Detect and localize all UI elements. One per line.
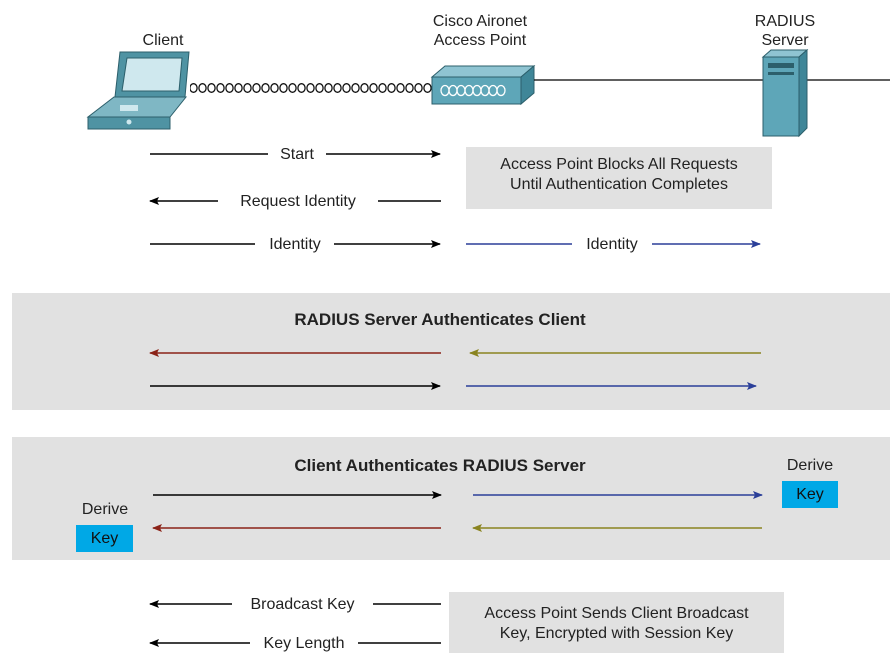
access-point-label-line2: Access Point (433, 32, 527, 49)
session-key-server: Key (782, 481, 838, 508)
access-point-label-line1: Cisco Aironet (432, 13, 528, 30)
note-broadcast-line2: Key, Encrypted with Session Key (499, 625, 734, 642)
laptop-icon (86, 51, 190, 130)
note-blocks-line1: Access Point Blocks All Requests (500, 156, 738, 173)
message-start: Start (280, 146, 314, 163)
band-title-server-authenticates: RADIUS Server Authenticates Client (294, 310, 586, 329)
client-label: Client (142, 32, 184, 49)
band-client-authenticates (12, 437, 890, 560)
derive-label-server: Derive (786, 457, 834, 474)
note-broadcast-key: Access Point Sends Client Broadcast Key,… (449, 592, 784, 653)
message-request-identity: Request Identity (240, 193, 356, 210)
note-blocks-requests: Access Point Blocks All Requests Until A… (466, 147, 772, 209)
coil-cable (190, 82, 435, 94)
message-identity-client: Identity (269, 236, 321, 253)
note-blocks-line2: Until Authentication Completes (510, 176, 728, 193)
access-point-icon (430, 64, 536, 106)
radius-server-label-line1: RADIUS (754, 13, 816, 30)
access-point-label: Cisco Aironet Access Point (410, 12, 550, 50)
message-identity-server: Identity (586, 236, 638, 253)
radius-server-label-line2: Server (761, 32, 809, 49)
message-key-length: Key Length (263, 635, 345, 652)
band-title-client-authenticates: Client Authenticates RADIUS Server (294, 456, 586, 475)
radius-server-label: RADIUS Server (745, 12, 825, 50)
session-key-client: Key (76, 525, 133, 552)
derive-label-client: Derive (81, 501, 129, 518)
note-broadcast-line1: Access Point Sends Client Broadcast (484, 605, 749, 622)
message-broadcast-key: Broadcast Key (250, 596, 355, 613)
radius-server-icon (761, 48, 809, 138)
